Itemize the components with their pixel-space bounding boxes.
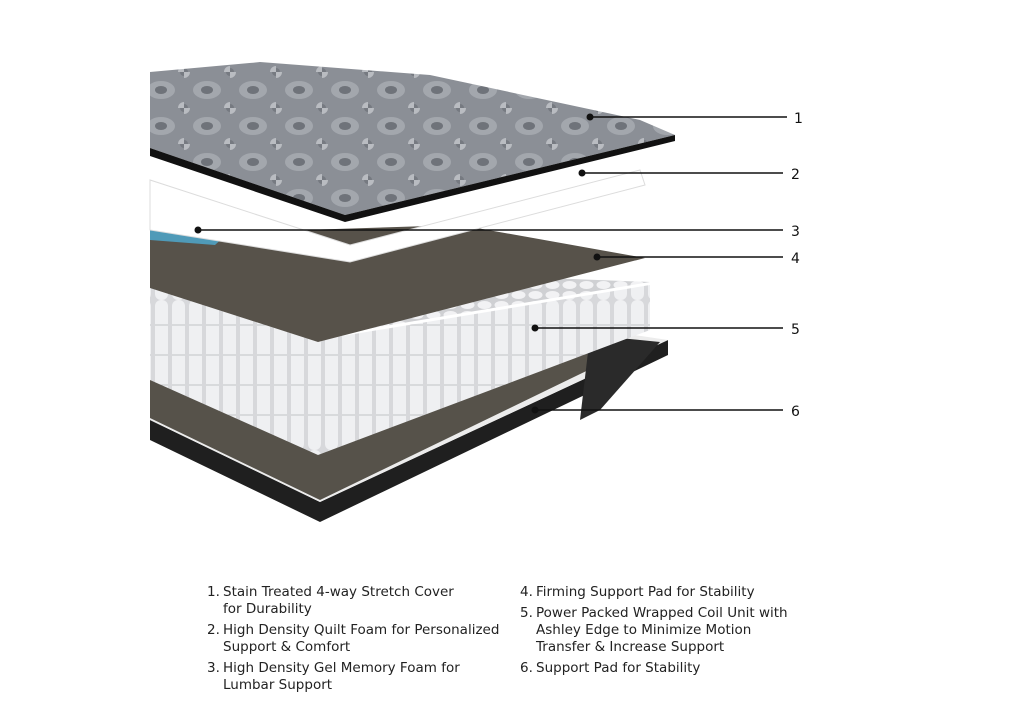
callout-4: 4 [593,251,800,267]
legend-item-line: Firming Support Pad for Stability [536,584,755,600]
callout-5: 5 [531,322,800,338]
callout-number-2: 2 [791,167,800,183]
legend-item: 2.High Density Quilt Foam for Personaliz… [207,622,507,656]
legend-item-line: Ashley Edge to Minimize Motion [536,622,752,638]
callout-3: 3 [194,224,800,240]
callout-number-4: 4 [791,251,800,267]
legend-item-line: Support & Comfort [223,639,351,655]
callout-number-6: 6 [791,404,800,420]
legend-item-line: High Density Quilt Foam for Personalized [223,622,500,638]
legend-item-text: Support Pad for Stability [536,660,810,677]
legend-item-number: 4. [520,584,533,600]
callout-6: 6 [531,404,800,420]
legend-item-number: 6. [520,660,533,676]
layer-2-quilt-foam [149,169,646,263]
legend-item: 6.Support Pad for Stability [520,660,810,677]
callout-number-5: 5 [791,322,800,338]
callout-number-1: 1 [794,111,803,127]
legend-item-text: High Density Quilt Foam for Personalized… [223,622,507,656]
legend-item-number: 2. [207,622,220,638]
legend-item-line: Lumbar Support [223,677,333,693]
legend-item-text: Firming Support Pad for Stability [536,584,810,601]
legend-item-number: 3. [207,660,220,676]
legend-item-line: Power Packed Wrapped Coil Unit with [536,605,788,621]
legend-item-number: 1. [207,584,220,600]
legend-item-line: High Density Gel Memory Foam for [223,660,460,676]
layer-1-cover [150,62,675,222]
legend-item-line: Transfer & Increase Support [536,639,725,655]
legend-item-line: Stain Treated 4-way Stretch Cover [223,584,454,600]
callout-2: 2 [578,167,800,183]
layer-4-firming-pad [150,225,645,342]
legend-item: 4.Firming Support Pad for Stability [520,584,810,601]
legend-item-line: Support Pad for Stability [536,660,701,676]
callout-1: 1 [586,111,803,127]
legend-item-number: 5. [520,605,533,621]
callout-number-3: 3 [791,224,800,240]
legend-item-line: for Durability [223,601,312,617]
